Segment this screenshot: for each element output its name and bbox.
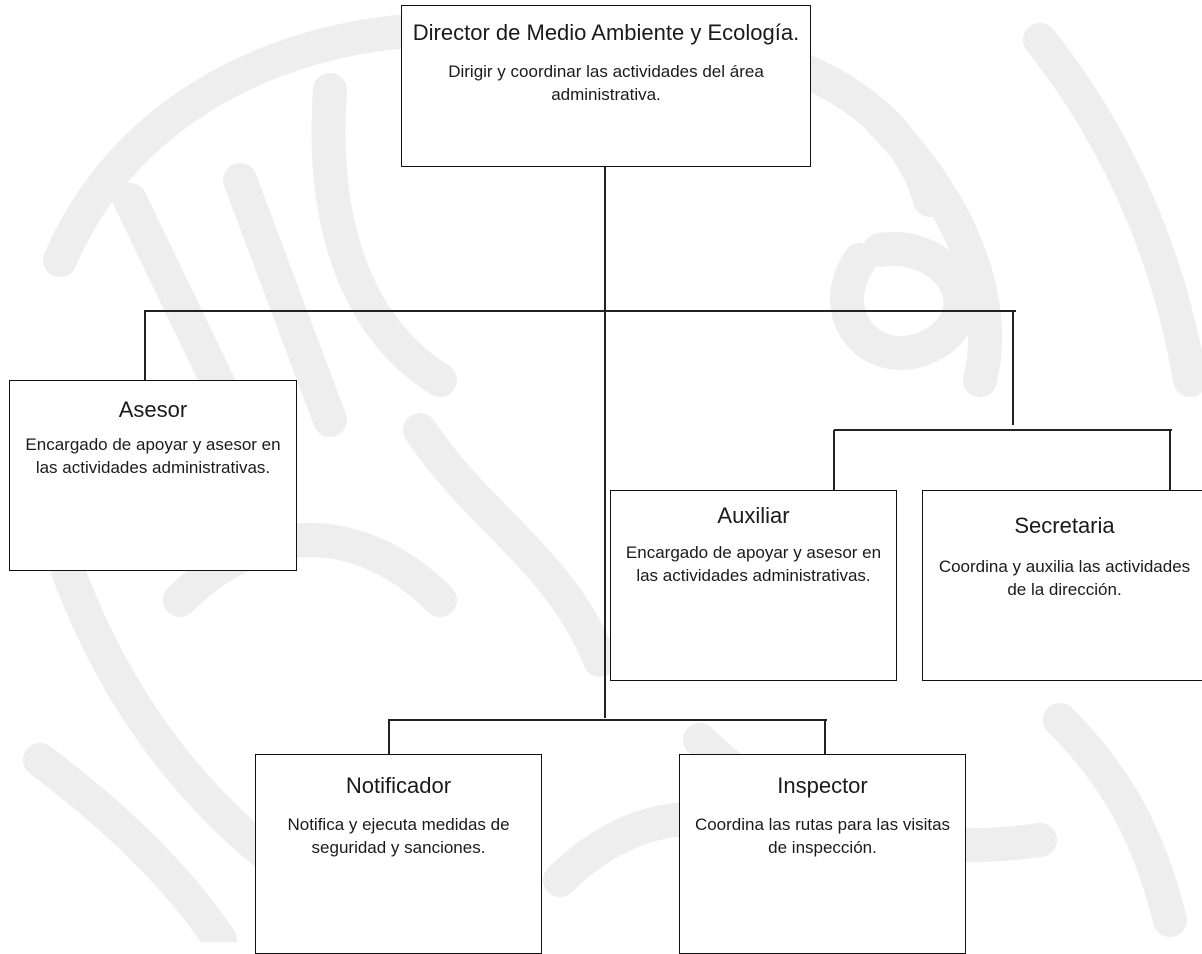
node-auxiliar-title: Auxiliar [717,503,790,528]
node-secretaria-desc: Coordina y auxilia las actividades de la… [938,557,1191,599]
node-director: Director de Medio Ambiente y Ecología. D… [401,5,811,167]
node-auxiliar-desc: Encargado de apoyar y asesor en las acti… [625,543,882,585]
node-asesor-desc: Encargado de apoyar y asesor en las acti… [25,435,281,477]
node-secretaria-title: Secretaria [1014,513,1115,538]
node-inspector: Inspector Coordina las rutas para las vi… [679,754,966,954]
node-notificador-title: Notificador [345,773,452,798]
node-notificador-desc: Notifica y ejecuta medidas de seguridad … [287,815,510,857]
node-inspector-desc: Coordina las rutas para las visitas de i… [694,815,951,857]
node-notificador: Notificador Notifica y ejecuta medidas d… [255,754,542,954]
node-director-title: Director de Medio Ambiente y Ecología. [412,20,800,45]
node-asesor: Asesor Encargado de apoyar y asesor en l… [9,380,297,571]
node-inspector-title: Inspector [777,773,868,798]
node-auxiliar: Auxiliar Encargado de apoyar y asesor en… [610,490,897,681]
node-secretaria: Secretaria Coordina y auxilia las activi… [922,490,1202,681]
node-director-desc: Dirigir y coordinar las actividades del … [448,62,764,104]
node-asesor-title: Asesor [118,397,188,422]
